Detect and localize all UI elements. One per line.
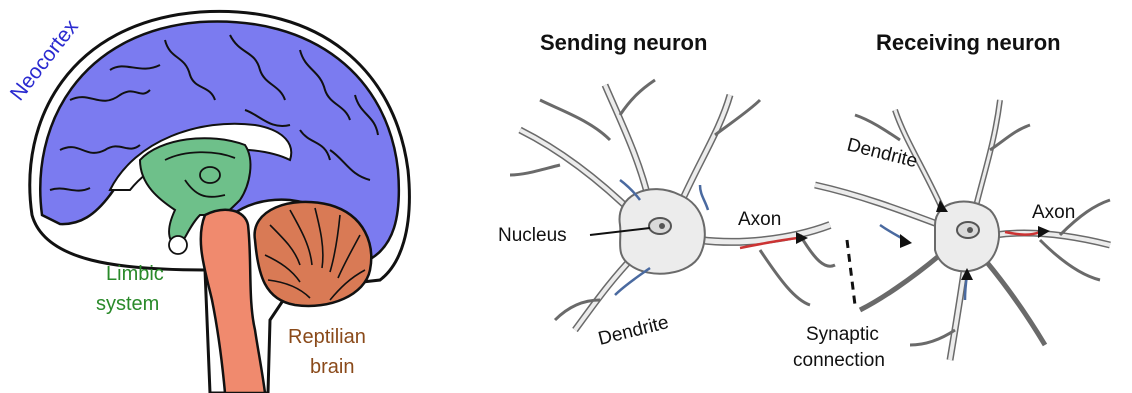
dendrite-label-sending: Dendrite — [596, 312, 671, 350]
limbic-label-line1: Limbic — [106, 263, 164, 285]
synaptic-label-line1: Synaptic — [806, 324, 879, 345]
synaptic-label-line2: connection — [793, 350, 885, 371]
axon-label-sending: Axon — [738, 209, 781, 230]
brain-diagram: Neocortex Limbic system Reptilian brain — [6, 11, 410, 393]
receiving-neuron-title: Receiving neuron — [876, 30, 1061, 55]
cerebellum-region — [255, 202, 372, 306]
neuron-diagram: Sending neuron Receiving neuron — [498, 30, 1110, 371]
axon-label-receiving: Axon — [1032, 202, 1075, 223]
sending-neuron — [510, 80, 835, 330]
reptilian-label-line2: brain — [310, 356, 354, 378]
sending-neuron-title: Sending neuron — [540, 30, 707, 55]
nucleus-label: Nucleus — [498, 225, 567, 246]
limbic-label-line2: system — [96, 293, 159, 315]
synaptic-dashed-line — [847, 240, 855, 305]
reptilian-label-line1: Reptilian — [288, 326, 366, 348]
